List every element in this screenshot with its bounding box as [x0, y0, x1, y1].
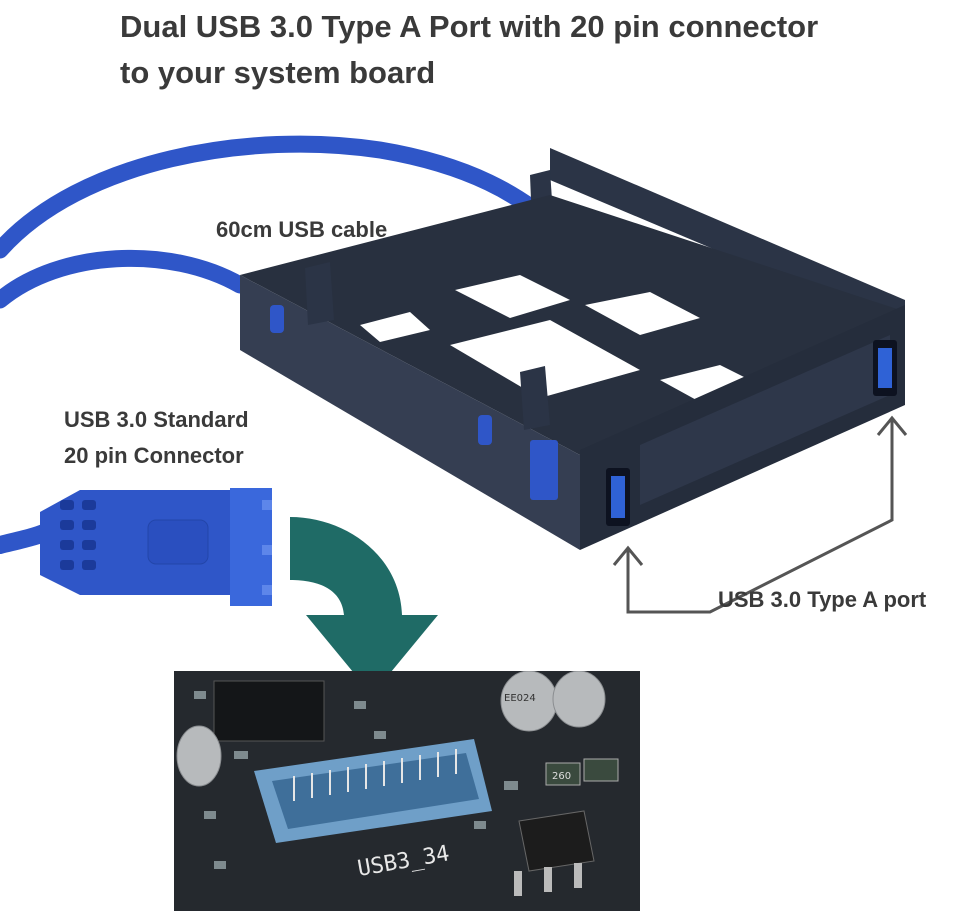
resistor — [545, 758, 619, 786]
page-title: Dual USB 3.0 Type A Port with 20 pin con… — [120, 4, 940, 96]
connector-label-line-2: 20 pin Connector — [64, 443, 244, 468]
capacitor-marking: EE024 — [504, 693, 536, 704]
port-pointer-arrow — [612, 415, 908, 614]
port-label: USB 3.0 Type A port — [718, 587, 927, 612]
drive-bracket — [240, 148, 905, 550]
resistor-marking: 260 — [552, 771, 571, 782]
cable-label: 60cm USB cable — [216, 217, 388, 242]
usb-port-right — [873, 340, 897, 396]
motherboard-image: EE024 USB3_34 260 — [174, 670, 640, 911]
usb-port-left — [606, 468, 630, 526]
usb-header — [254, 739, 492, 843]
curved-arrow-icon — [290, 517, 438, 695]
title-line-1: Dual USB 3.0 Type A Port with 20 pin con… — [120, 9, 819, 44]
title-line-2: to your system board — [120, 55, 436, 90]
connector-label-line-1: USB 3.0 Standard — [64, 407, 249, 432]
usb-20-pin-connector — [40, 488, 272, 606]
motherboard-photo: EE024 USB3_34 260 — [174, 670, 640, 911]
